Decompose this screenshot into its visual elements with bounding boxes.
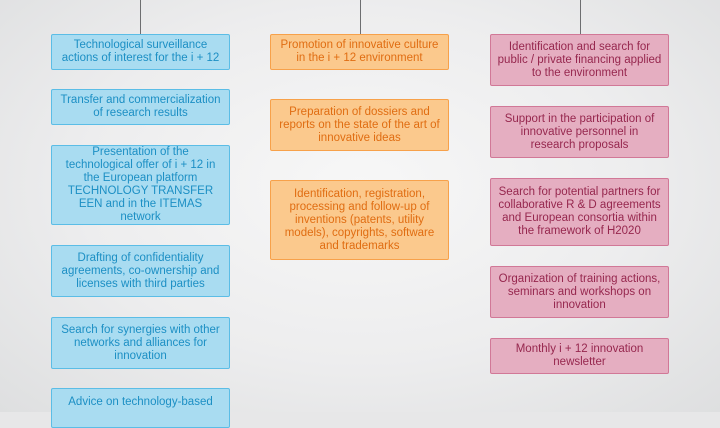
pink-box-newsletter: Monthly i + 12 innovation newsletter	[490, 338, 669, 374]
orange-box-inventions: Identification, registration, processing…	[270, 180, 449, 260]
blue-box-advice: Advice on technology-based	[51, 388, 230, 428]
orange-box-promotion: Promotion of innovative culture in the i…	[270, 34, 449, 70]
blue-box-presentation: Presentation of the technological offer …	[51, 145, 230, 225]
connector-line-right	[580, 0, 581, 34]
blue-box-surveillance: Technological surveillance actions of in…	[51, 34, 230, 70]
pink-box-financing: Identification and search for public / p…	[490, 34, 669, 86]
blue-box-drafting: Drafting of confidentiality agreements, …	[51, 245, 230, 297]
pink-box-training: Organization of training actions, semina…	[490, 266, 669, 318]
orange-box-dossiers: Preparation of dossiers and reports on t…	[270, 99, 449, 151]
connector-line-center	[360, 0, 361, 34]
pink-box-support: Support in the participation of innovati…	[490, 106, 669, 158]
blue-box-synergies: Search for synergies with other networks…	[51, 317, 230, 369]
pink-box-partners: Search for potential partners for collab…	[490, 178, 669, 246]
connector-line-left	[140, 0, 141, 34]
blue-box-transfer: Transfer and commercialization of resear…	[51, 89, 230, 125]
